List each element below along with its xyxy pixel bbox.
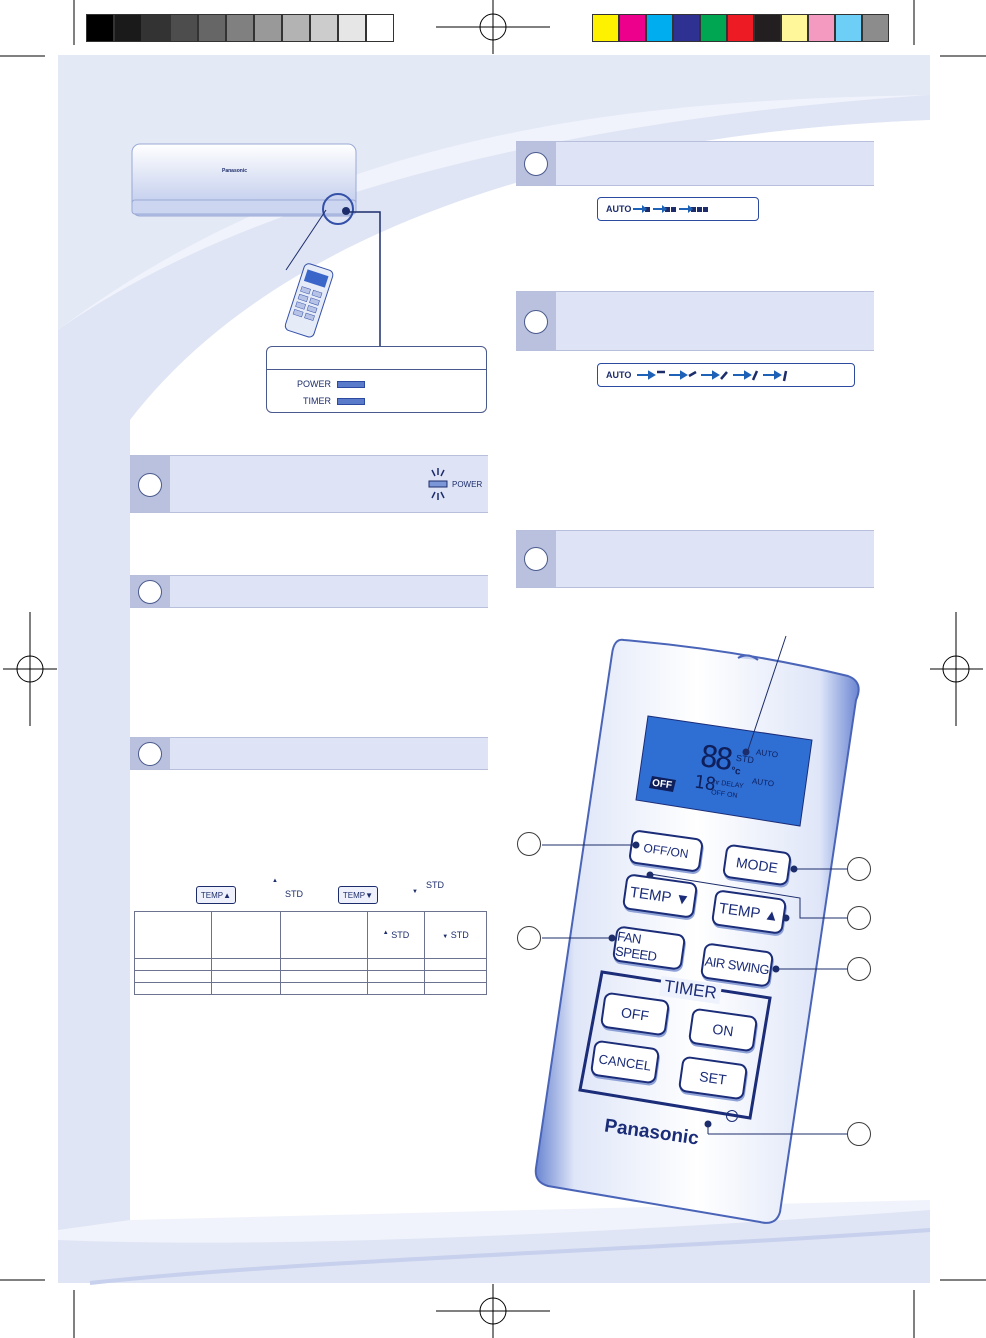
reset-hole[interactable] [726, 1110, 738, 1122]
blinking-lamp-icon [428, 468, 448, 500]
small-remote-illustration [284, 263, 334, 338]
fan-speed-mid-icon [671, 206, 677, 212]
section-number-badge [138, 742, 162, 766]
section-header-1: POWER [130, 455, 488, 513]
gray-swatch [170, 14, 198, 42]
gray-swatch [338, 14, 366, 42]
fan-speed-mid-icon [665, 206, 671, 212]
timer-indicator-label: TIMER [303, 396, 331, 406]
gray-swatch [114, 14, 142, 42]
color-swatch [835, 14, 862, 42]
section-number-badge [138, 473, 162, 497]
gray-swatch [142, 14, 170, 42]
temp-down-key-icon: TEMP▼ [338, 886, 378, 904]
table-row [134, 982, 487, 995]
gray-swatch [254, 14, 282, 42]
air-swing-sequence: AUTO [597, 363, 855, 387]
callout-badge [847, 1122, 871, 1146]
section-header-fan-speed [516, 141, 874, 186]
power-indicator-label: POWER [297, 379, 332, 389]
color-swatch [754, 14, 781, 42]
std-up-label: STD [285, 889, 303, 899]
up-arrow-symbol: ▲ [272, 878, 278, 884]
std-down-label: STD [426, 880, 444, 890]
down-arrow-symbol: ▼ [442, 934, 449, 940]
arrow-icon [633, 205, 648, 213]
color-swatch [862, 14, 889, 42]
temp-up-key-icon: TEMP▲ [196, 886, 236, 904]
callout-badge [847, 906, 871, 930]
gray-swatch [86, 14, 114, 42]
std-label: STD [450, 930, 469, 940]
indicator-dot [342, 207, 350, 215]
timer-indicator-lamp [337, 398, 365, 405]
fan-speed-sequence: AUTO [597, 197, 759, 221]
fan-speed-high-icon [691, 206, 697, 212]
table-header-cell [211, 911, 281, 959]
power-indicator-lamp [337, 381, 365, 388]
color-swatch [619, 14, 646, 42]
indicator-panel: POWER TIMER [266, 346, 487, 413]
temperature-table: ▲ STD ▼ STD [134, 911, 487, 995]
arrow-icon [679, 205, 694, 213]
power-blink-label: POWER [452, 480, 483, 489]
section-header-3 [130, 737, 488, 770]
gray-swatch [310, 14, 338, 42]
section-header-2 [130, 575, 488, 608]
fan-auto-label: AUTO [606, 204, 632, 214]
fan-speed-low-icon [645, 206, 651, 212]
table-header-row: ▲ STD ▼ STD [134, 911, 487, 959]
callout-badge [517, 832, 541, 856]
section-number-badge [524, 310, 548, 334]
fan-speed-high-icon [697, 206, 703, 212]
color-swatch [808, 14, 835, 42]
arrow-icon [653, 205, 668, 213]
section-header-remote [516, 530, 874, 588]
color-swatch [592, 14, 619, 42]
swing-auto-label: AUTO [606, 370, 632, 380]
section-number-badge [524, 547, 548, 571]
down-arrow-symbol: ▼ [412, 889, 418, 895]
callout-badge [847, 857, 871, 881]
fan-speed-high-icon [703, 206, 709, 212]
color-swatch [781, 14, 808, 42]
indoor-unit-illustration [131, 143, 357, 217]
color-swatch [727, 14, 754, 42]
gray-swatch [226, 14, 254, 42]
table-row [134, 970, 487, 983]
section-number-badge [138, 580, 162, 604]
section-number-badge [524, 152, 548, 176]
color-swatch [646, 14, 673, 42]
std-label: STD [391, 930, 410, 940]
callout-badge [517, 926, 541, 950]
gray-swatch [282, 14, 310, 42]
callout-badge [847, 957, 871, 981]
color-swatch [673, 14, 700, 42]
gray-swatch [198, 14, 226, 42]
indicator-zoom-circle [322, 193, 354, 225]
swing-positions-icons [637, 370, 788, 382]
section-header-air-swing [516, 291, 874, 351]
gray-swatch [366, 14, 394, 42]
indoor-unit-brand: Panasonic [222, 168, 248, 174]
up-arrow-symbol: ▲ [382, 930, 389, 936]
color-swatch [700, 14, 727, 42]
table-cell [424, 982, 487, 995]
panel-divider [267, 369, 486, 370]
